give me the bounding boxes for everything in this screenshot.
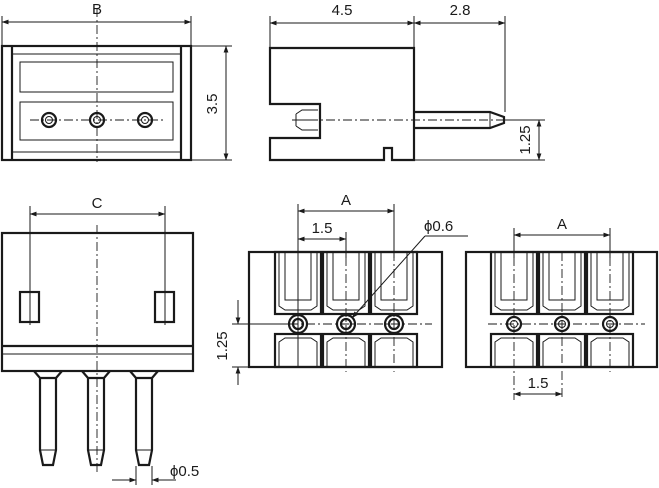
upper-cavities-right bbox=[489, 250, 635, 316]
dim-label-pitch-left: 1.5 bbox=[312, 220, 333, 237]
dim-label-pin-dia: ϕ0.5 bbox=[170, 463, 199, 480]
top-view: B 3.5 bbox=[0, 1, 232, 162]
front-body-outline bbox=[0, 231, 195, 373]
front-view: C ϕ0.5 bbox=[0, 195, 199, 485]
dim-label-2-8: 2.8 bbox=[450, 2, 471, 19]
dim-label-c: C bbox=[92, 195, 103, 212]
dim-label-a-right: A bbox=[557, 216, 567, 233]
front-window-right bbox=[153, 290, 176, 324]
holes-left bbox=[287, 313, 405, 335]
hole-leader bbox=[351, 235, 426, 319]
holes-right bbox=[505, 315, 619, 333]
side-body-outline bbox=[268, 46, 416, 162]
dim-label-pitch-right: 1.5 bbox=[528, 375, 549, 392]
bottom-view-left: A 1.5 bbox=[214, 192, 468, 385]
front-window-left bbox=[18, 290, 41, 324]
top-pin-holes bbox=[40, 111, 154, 129]
dim-label-1-25-side: 1.25 bbox=[517, 125, 534, 154]
dim-label-4-5: 4.5 bbox=[332, 2, 353, 19]
dim-label-hole-dia: ϕ0.6 bbox=[424, 218, 453, 235]
top-body-outline bbox=[0, 44, 193, 162]
dim-label-a-left: A bbox=[341, 192, 351, 209]
lower-cavities-right bbox=[489, 332, 635, 369]
dim-label-row: 1.25 bbox=[214, 331, 231, 360]
bottom-view-right: A 1.5 bbox=[464, 216, 659, 400]
front-pins bbox=[33, 370, 159, 467]
dim-label-3-5: 3.5 bbox=[204, 94, 221, 115]
side-view: 4.5 2.8 1.25 bbox=[268, 2, 545, 162]
